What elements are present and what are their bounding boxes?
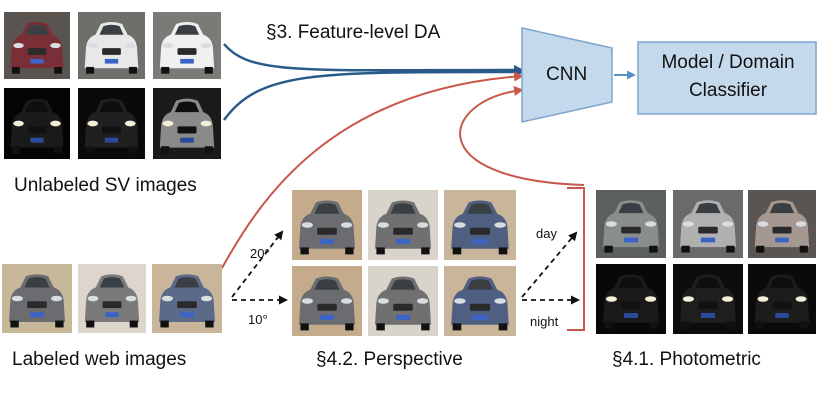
perspective-car-photo — [368, 266, 438, 336]
unlabeled-car-photo — [78, 12, 145, 79]
car-picture — [368, 190, 438, 260]
photometric-car-photo — [673, 190, 743, 258]
car-picture — [4, 12, 70, 79]
classifier-label-line2: Classifier — [688, 80, 768, 101]
dashed-arrow-20 — [231, 230, 284, 298]
labeled-car-photo — [152, 264, 222, 333]
angle-20-label: 20° — [250, 246, 270, 261]
day-label: day — [536, 226, 557, 241]
car-picture — [78, 264, 146, 333]
car-picture — [673, 264, 743, 334]
car-picture — [292, 266, 362, 336]
labeled-car-photo — [2, 264, 72, 333]
photometric-bracket — [567, 187, 585, 331]
dashed-arrow-day — [521, 231, 578, 298]
perspective-label: §4.2. Perspective — [316, 349, 463, 370]
unlabeled-car-photo — [153, 12, 221, 79]
cnn-block — [521, 27, 613, 123]
car-picture — [78, 12, 145, 79]
red-arrow-photometric — [459, 86, 585, 186]
unlabeled-car-photo — [4, 12, 70, 79]
perspective-car-photo — [292, 190, 362, 260]
car-picture — [368, 266, 438, 336]
unlabeled-label: Unlabeled SV images — [14, 175, 197, 196]
car-picture — [292, 190, 362, 260]
perspective-car-photo — [444, 190, 516, 260]
perspective-car-photo — [444, 266, 516, 336]
labeled-car-photo — [78, 264, 146, 333]
feature-da-label: §3. Feature-level DA — [266, 22, 441, 43]
car-picture — [78, 88, 145, 159]
unlabeled-car-photo — [4, 88, 70, 159]
classifier-box — [637, 41, 817, 115]
angle-10-label: 10° — [248, 312, 268, 327]
night-label: night — [530, 314, 559, 329]
classifier-label-line1: Model / Domain — [661, 52, 795, 73]
photometric-car-photo — [748, 264, 816, 334]
photometric-car-photo — [596, 190, 666, 258]
car-picture — [748, 264, 816, 334]
car-picture — [748, 190, 816, 258]
car-picture — [596, 264, 666, 334]
car-picture — [153, 12, 221, 79]
photometric-car-photo — [748, 190, 816, 258]
perspective-car-photo — [368, 190, 438, 260]
cnn-label: CNN — [546, 64, 588, 85]
car-picture — [4, 88, 70, 159]
photometric-label: §4.1. Photometric — [612, 349, 761, 370]
car-picture — [444, 190, 516, 260]
car-picture — [152, 264, 222, 333]
photometric-car-photo — [673, 264, 743, 334]
car-picture — [596, 190, 666, 258]
labeled-label: Labeled web images — [12, 349, 187, 370]
car-picture — [673, 190, 743, 258]
blue-arrow-top — [223, 43, 524, 76]
red-arrow-labeled — [221, 71, 524, 269]
photometric-car-photo — [596, 264, 666, 334]
perspective-car-photo — [292, 266, 362, 336]
unlabeled-car-photo — [78, 88, 145, 159]
car-picture — [153, 88, 221, 159]
car-picture — [444, 266, 516, 336]
unlabeled-car-photo — [153, 88, 221, 159]
blue-arrow-bottom — [222, 66, 524, 121]
car-picture — [2, 264, 72, 333]
